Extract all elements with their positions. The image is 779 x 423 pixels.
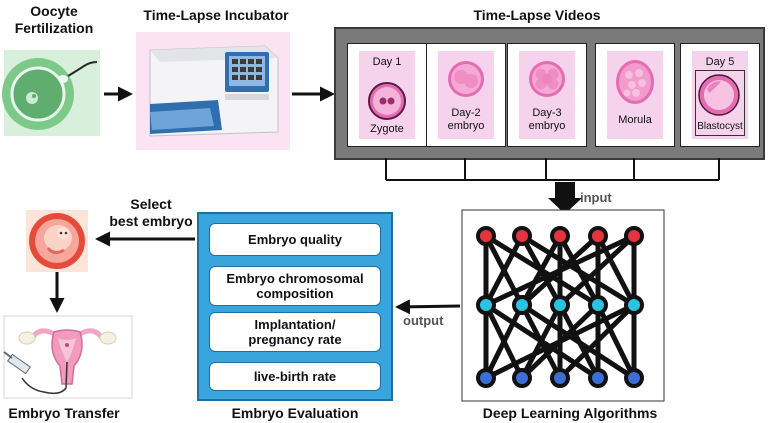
- network-edge: [484, 302, 636, 381]
- incubator-title: Time-Lapse Incubator: [143, 7, 289, 23]
- frame-2-bottom-label: Day-2 embryo: [447, 107, 485, 132]
- embryo-transfer-title: Embryo Transfer: [8, 405, 120, 421]
- video-frame-3: Day-3 embryo: [507, 43, 587, 147]
- network-node: [588, 368, 608, 388]
- evaluation-panel: Embryo quality Embryo chromosomal compos…: [197, 212, 393, 401]
- network-node: [476, 368, 496, 388]
- oocyte-fertilization-title: Oocyte Fertilization: [14, 3, 94, 36]
- output-arrow: [395, 299, 461, 315]
- network-edge: [558, 303, 636, 380]
- day3-embryo-icon: [529, 61, 565, 97]
- eval-implantation-rate: Implantation/ pregnancy rate: [209, 312, 381, 352]
- frame-4-bottom-label: Morula: [618, 114, 652, 126]
- video-frame-1: Day 1 Zygote: [347, 43, 427, 147]
- network-node: [512, 368, 532, 388]
- network-edge: [558, 234, 636, 307]
- network-node: [624, 226, 644, 246]
- network-edge: [483, 303, 525, 380]
- network-node: [588, 295, 608, 315]
- video-frame-5: Day 5 Blastocyst: [680, 43, 760, 147]
- network-nodes: [476, 226, 644, 388]
- network-node: [550, 295, 570, 315]
- videos-title: Time-Lapse Videos: [473, 7, 601, 23]
- frame-1-bottom-label: Zygote: [370, 123, 404, 135]
- zygote-icon: [368, 82, 406, 120]
- frame-1-top-label: Day 1: [372, 56, 402, 68]
- input-arrow: [548, 182, 582, 214]
- eval-chromosomal-composition: Embryo chromosomal composition: [209, 266, 381, 306]
- network-node: [550, 368, 570, 388]
- frame-5-top-label: Day 5: [705, 56, 735, 68]
- uterus-illustration: [3, 315, 133, 399]
- frame-connectors: [385, 158, 720, 181]
- eval-live-birth-rate: live-birth rate: [209, 362, 381, 391]
- oocyte-illustration: [2, 50, 100, 136]
- output-label: output: [403, 313, 444, 328]
- video-frame-4: Morula: [595, 43, 675, 147]
- frame-5-bottom-label: Blastocyst: [697, 121, 743, 132]
- input-label: input: [580, 190, 612, 205]
- select-embryo-title: Select best embryo: [109, 196, 193, 229]
- selected-embryo-illustration: [26, 210, 88, 272]
- network-edges: [483, 233, 637, 381]
- blastocyst-icon: [698, 74, 740, 116]
- network-edge: [484, 233, 636, 308]
- network-edge: [483, 234, 525, 307]
- network-edge: [557, 234, 601, 307]
- eval-embryo-quality: Embryo quality: [209, 223, 381, 256]
- network-node: [624, 295, 644, 315]
- network-node: [476, 226, 496, 246]
- network-edge: [557, 303, 601, 380]
- video-frame-2: Day-2 embryo: [426, 43, 506, 147]
- network-node: [512, 295, 532, 315]
- network-edge: [519, 303, 563, 380]
- network-node: [512, 226, 532, 246]
- deep-learning-title: Deep Learning Algorithms: [482, 405, 658, 421]
- network-node: [624, 368, 644, 388]
- network-node: [588, 226, 608, 246]
- morula-icon: [616, 60, 654, 104]
- blastocyst-border: [695, 70, 745, 136]
- day2-embryo-icon: [448, 61, 484, 97]
- embryo-evaluation-title: Embryo Evaluation: [231, 405, 359, 421]
- network-node: [550, 226, 570, 246]
- network-node: [476, 295, 496, 315]
- network-edge: [519, 234, 563, 307]
- incubator-illustration: [136, 32, 290, 150]
- frame-3-bottom-label: Day-3 embryo: [528, 107, 566, 132]
